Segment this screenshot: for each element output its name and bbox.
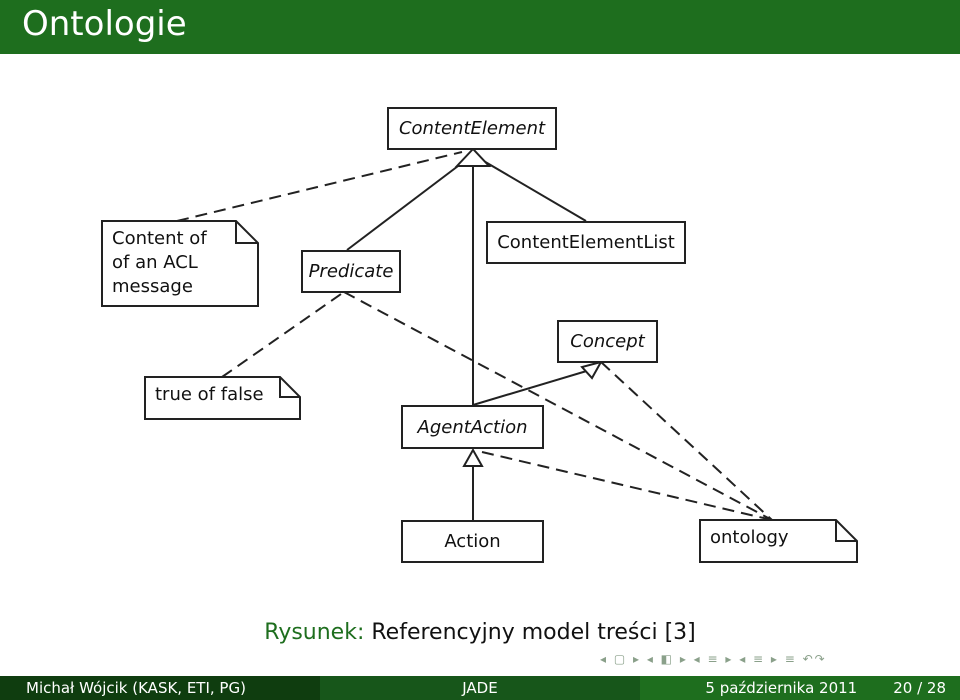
footer-right: 5 października 2011 20 / 28 <box>640 676 960 700</box>
note-acl-message-text: Content of of an ACL message <box>112 228 207 297</box>
note-ontology-text: ontology <box>710 527 789 548</box>
agentaction-concept-line <box>472 369 591 406</box>
footer-author: Michał Wójcik (KASK, ETI, PG) <box>0 676 320 700</box>
list-inherits-line <box>481 159 587 222</box>
uml-diagram: ContentElement Predicate ContentElementL… <box>0 54 960 614</box>
class-action: Action <box>401 520 544 563</box>
caption-label: Rysunek: <box>264 620 365 645</box>
class-contentelementlist: ContentElementList <box>486 221 686 264</box>
class-agentaction: AgentAction <box>401 405 544 449</box>
truefalse-note-link <box>221 291 345 378</box>
ontology-note-shape <box>699 519 858 563</box>
truefalse-note-shape <box>144 376 301 420</box>
note-true-false: true of false <box>145 377 300 419</box>
note-acl-message: Content of of an ACL message <box>102 221 258 306</box>
class-predicate: Predicate <box>301 250 401 293</box>
slide-header: Ontologie <box>0 0 960 54</box>
acl-note-link <box>176 151 463 222</box>
note-true-false-text: true of false <box>155 384 264 405</box>
inheritance-arrow-concept <box>580 360 604 380</box>
footer-page-number: 20 / 28 <box>893 679 946 697</box>
beamer-navigation-icons[interactable]: ◂ ▢ ▸ ◂ ◧ ▸ ◂ ≡ ▸ ◂ ≡ ▸ ≡ ↶↷ <box>600 652 827 666</box>
footer-topic: JADE <box>320 676 640 700</box>
ontology-predicate-link <box>343 291 773 521</box>
inheritance-arrow-contentelement <box>454 147 492 167</box>
class-concept: Concept <box>557 320 658 363</box>
figure-caption: Rysunek: Referencyjny model treści [3] <box>0 620 960 645</box>
ontology-agentaction-link <box>481 451 773 521</box>
ontology-concept-link <box>600 361 773 521</box>
note-ontology: ontology <box>700 520 857 562</box>
class-contentelement: ContentElement <box>387 107 557 150</box>
acl-note-shape <box>101 220 259 307</box>
footer-date: 5 października 2011 <box>705 679 858 697</box>
predicate-inherits-line <box>346 159 467 251</box>
slide-footer: Michał Wójcik (KASK, ETI, PG) JADE 5 paź… <box>0 676 960 700</box>
diagram-connectors <box>101 147 858 563</box>
caption-text: Referencyjny model treści [3] <box>371 620 696 645</box>
slide-title: Ontologie <box>22 4 187 44</box>
inheritance-arrow-agentaction <box>462 447 484 467</box>
